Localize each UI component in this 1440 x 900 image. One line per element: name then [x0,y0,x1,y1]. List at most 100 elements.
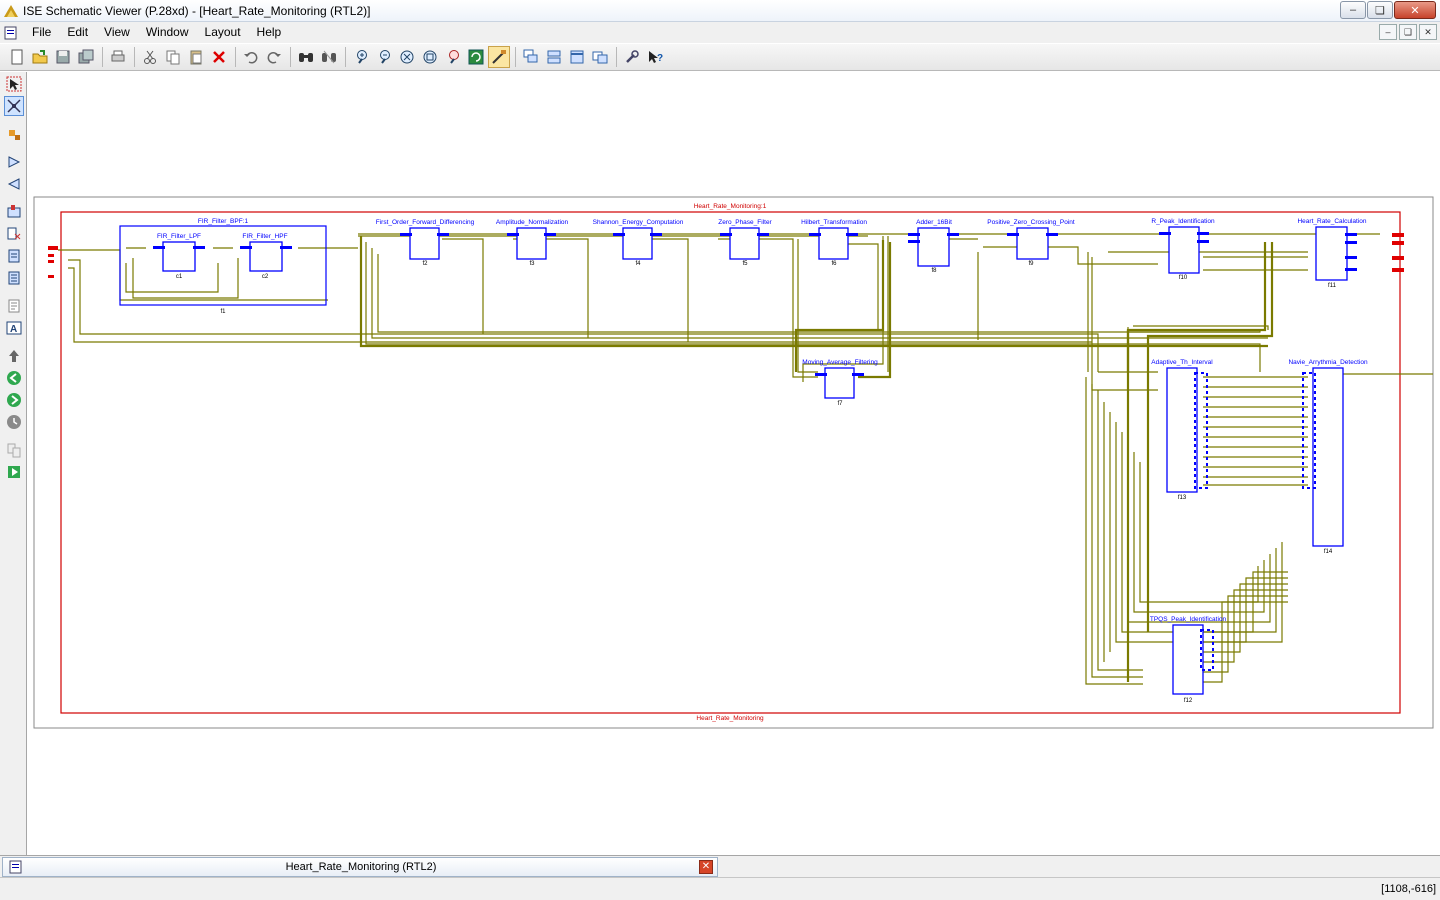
block-r-peak-identification[interactable]: R_Peak_Identification f10 [1151,218,1215,281]
output-ports[interactable] [1392,233,1404,272]
mdi-minimize-button[interactable]: – [1379,24,1397,40]
redo-icon[interactable] [263,46,285,68]
block-moving-average-filtering[interactable]: Moving_Average_Filtering f7 [802,359,878,407]
top-module-boundary[interactable] [60,211,1401,714]
block-name: Adaptive_Th_Interval [1151,359,1213,366]
add-instance-icon[interactable] [4,124,24,144]
zoom-box-icon[interactable] [442,46,464,68]
menu-edit[interactable]: Edit [67,25,89,39]
pan-tool-icon[interactable] [488,46,510,68]
output-port[interactable] [1392,241,1404,245]
expand-forward-icon[interactable] [4,152,24,172]
block-instance: f7 [837,401,843,407]
open-icon[interactable] [29,46,51,68]
sheet-frame [33,196,1434,729]
minimize-button[interactable]: – [1340,1,1366,19]
mdi-close-button[interactable]: ✕ [1419,24,1437,40]
block-name: FIR_Filter_LPF [157,233,201,240]
undo-icon[interactable] [240,46,262,68]
output-port[interactable] [1392,256,1404,260]
block-amplitude-normalization[interactable]: Amplitude_Normalization f3 [496,219,569,267]
tab-close-icon[interactable]: ✕ [699,860,713,874]
block-instance: f12 [1184,698,1193,704]
schematic-drawing[interactable]: Heart_Rate_Monitoring:1 Heart_Rate_Monit… [28,72,1440,854]
copy-view-icon[interactable] [4,440,24,460]
block-positive-zero-crossing-point[interactable]: Positive_Zero_Crossing_Point f9 [987,219,1075,267]
zoom-selection-icon[interactable] [419,46,441,68]
block-tpqs-peak-identification[interactable]: TPQS_Peak_Identification f12 [1150,616,1227,704]
block-name: Navie_Arrythmia_Detection [1288,359,1368,366]
save-icon[interactable] [52,46,74,68]
tab-heart-rate-monitoring[interactable]: Heart_Rate_Monitoring (RTL2) ✕ [2,857,718,877]
input-port[interactable] [48,254,54,257]
zoom-full-icon[interactable] [396,46,418,68]
save-all-icon[interactable] [75,46,97,68]
menu-help[interactable]: Help [256,25,282,39]
previous-view-icon[interactable] [4,368,24,388]
close-button[interactable]: ✕ [1394,1,1436,19]
print-icon[interactable] [107,46,129,68]
next-view-icon[interactable] [4,390,24,410]
mdi-restore-button[interactable]: ❏ [1399,24,1417,40]
input-port[interactable] [48,275,54,278]
menu-view[interactable]: View [104,25,130,39]
history-icon[interactable] [4,412,24,432]
block-first-order-forward-differencing[interactable]: First_Order_Forward_Differencing f2 [376,219,475,267]
hierarchy-up-icon[interactable] [4,346,24,366]
text-label-icon[interactable]: A [4,318,24,338]
arrange-windows-icon[interactable] [589,46,611,68]
find-next-icon[interactable] [318,46,340,68]
zoom-in-icon[interactable] [350,46,372,68]
run-icon[interactable] [4,462,24,482]
fir-filter-bpf-group[interactable] [119,225,327,306]
output-port[interactable] [1392,268,1404,272]
select-net-icon[interactable] [4,96,24,116]
zoom-out-icon[interactable] [373,46,395,68]
paste-icon[interactable] [185,46,207,68]
block-hilbert-transformation[interactable]: Hilbert_Transformation f6 [801,219,867,267]
block-instance: c1 [176,274,183,280]
tab-label: Heart_Rate_Monitoring (RTL2) [285,861,437,873]
block-adaptive-th-interval[interactable]: Adaptive_Th_Interval f13 [1151,359,1213,501]
cut-icon[interactable] [139,46,161,68]
block-shannon-energy-computation[interactable]: Shannon_Energy_Computation f4 [593,219,684,267]
tile-vertical-icon[interactable] [566,46,588,68]
new-icon[interactable] [6,46,28,68]
block-fir-filter-lpf[interactable]: FIR_Filter_LPF c1 [153,233,205,280]
block-instance: f9 [1028,261,1034,267]
copy-icon[interactable] [162,46,184,68]
block-heart-rate-calculation[interactable]: Heart_Rate_Calculation f11 [1297,218,1366,289]
input-port[interactable] [48,246,58,250]
block-name: Shannon_Energy_Computation [593,219,684,226]
block-navie-arrythmia-detection[interactable]: Navie_Arrythmia_Detection f14 [1288,359,1368,555]
push-into-icon[interactable] [4,202,24,222]
document-icon[interactable] [4,296,24,316]
menu-layout[interactable]: Layout [204,25,241,39]
menu-window[interactable]: Window [145,25,189,39]
net-list-icon[interactable] [4,268,24,288]
expand-backward-icon[interactable] [4,174,24,194]
restore-button[interactable]: ❏ [1367,1,1393,19]
block-zero-phase-filter[interactable]: Zero_Phase_Filter f5 [718,219,772,267]
properties-wrench-icon[interactable] [621,46,643,68]
block-fir-filter-hpf[interactable]: FIR_Filter_HPF c2 [240,233,292,280]
menu-file[interactable]: File [32,25,52,39]
select-pointer-icon[interactable] [4,74,24,94]
block-adder-16bit[interactable]: Adder_16Bit f8 [908,219,959,274]
output-port[interactable] [1392,233,1404,237]
find-icon[interactable] [295,46,317,68]
ise-app-icon [4,4,18,17]
delete-icon[interactable] [208,46,230,68]
refresh-icon[interactable] [465,46,487,68]
block-instance: f13 [1178,495,1187,501]
input-port[interactable] [48,260,54,263]
input-ports[interactable] [48,246,58,278]
toolbar-separator [235,47,236,67]
toolbar-separator [515,47,516,67]
pop-up-icon[interactable] [4,224,24,244]
cascade-windows-icon[interactable] [520,46,542,68]
tile-horizontal-icon[interactable] [543,46,565,68]
instance-list-icon[interactable] [4,246,24,266]
context-help-icon[interactable]: ? [644,46,666,68]
schematic-canvas[interactable]: Heart_Rate_Monitoring:1 Heart_Rate_Monit… [28,72,1440,854]
